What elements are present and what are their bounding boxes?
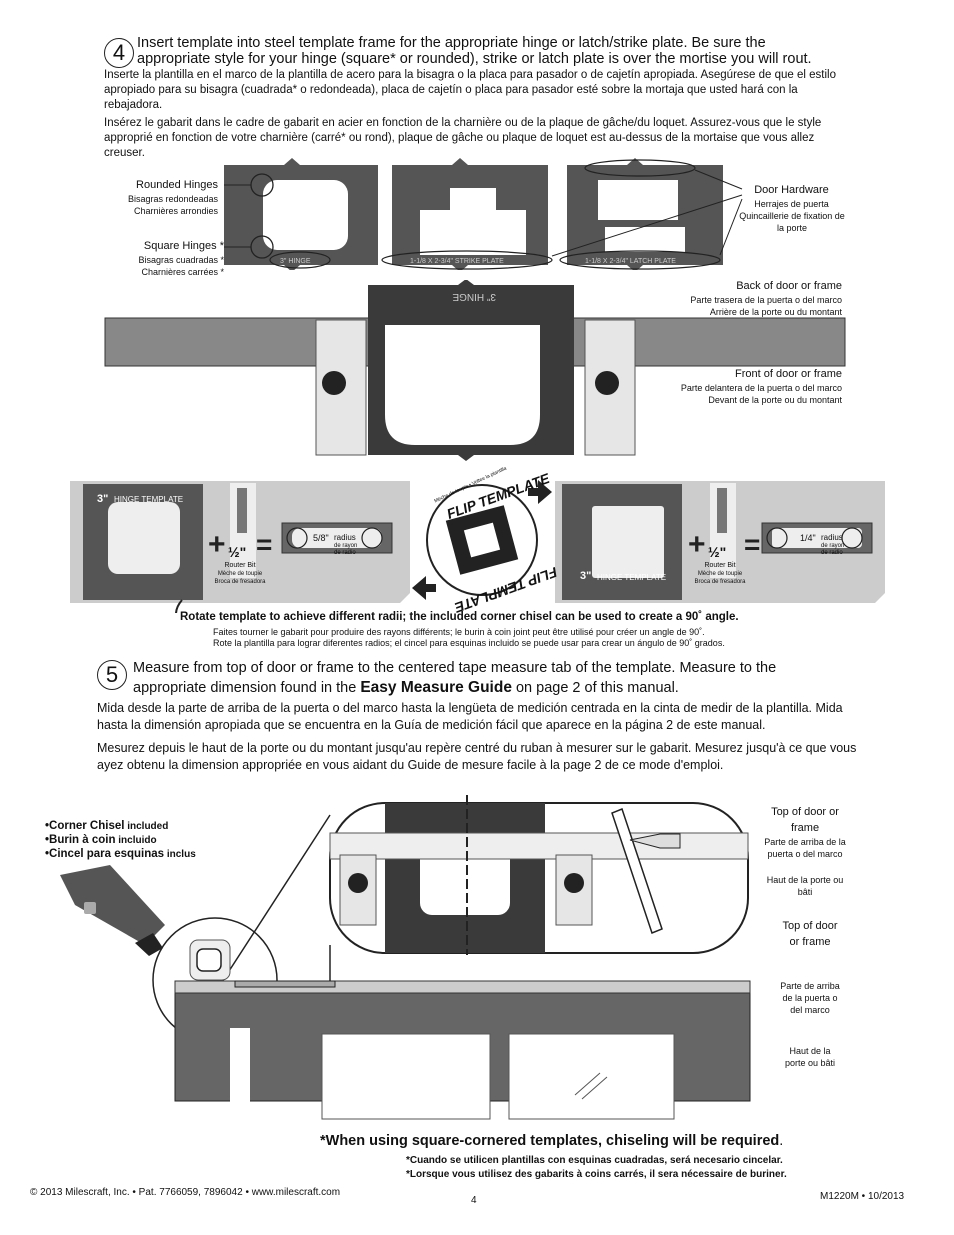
strike-template-cutout <box>420 188 526 255</box>
footer-copyright: © 2013 Milescraft, Inc. • Pat. 7766059, … <box>30 1187 341 1198</box>
frame-on-door-illustration: 3" HINGE <box>104 280 846 461</box>
left-radius-label: radius <box>334 533 356 542</box>
back-of-door-fr: Arrière de la porte ou du montant <box>709 307 842 317</box>
tape-tab <box>629 833 681 849</box>
left-three-in: 3" <box>97 493 109 505</box>
svg-text:=: = <box>256 529 272 560</box>
corner-chisel-illustration <box>60 865 165 956</box>
latch-template-label: 1-1/8 X 2-3/4" LATCH PLATE <box>585 258 676 265</box>
step5-lead-text: Measure from top of door or frame to the… <box>133 660 777 696</box>
step-number-4: 4 <box>104 38 134 68</box>
rotate-instruction-es: Rote la plantilla para lograr diferentes… <box>213 638 725 648</box>
back-of-door-label: Back of door or frame <box>736 280 842 292</box>
square-hinges-label: Square Hinges * <box>143 240 224 252</box>
chiseling-note-fr: *Lorsque vous utilisez des gabarits à co… <box>406 1169 787 1180</box>
latch-template-cutout-2 <box>605 227 685 252</box>
flip-circle <box>426 484 538 596</box>
svg-text:=: = <box>744 529 760 560</box>
chisel-en: •Corner Chisel included <box>45 820 169 832</box>
door-panel-left <box>321 1033 491 1120</box>
svg-text:+: + <box>208 528 226 561</box>
right-hinge-template-label: HINGE TEMPLATE <box>597 573 667 582</box>
left-router-bit-label: Router Bit <box>224 562 256 569</box>
top-of-door-es-2: Parte de arriba de la puerta o del marco <box>780 981 840 1015</box>
hinge-template-label: 3" HINGE <box>280 258 311 265</box>
top-of-door-es-1: Parte de arriba de la puerta o del marco <box>764 837 846 859</box>
strike-template-label: 1-1/8 X 2-3/4" STRIKE PLATE <box>410 258 504 265</box>
rotate-instruction-fr: Faites tourner le gabarit pour produire … <box>213 627 705 637</box>
door-hardware-label: Door Hardware <box>754 184 829 196</box>
right-radius-size: 1/4" <box>800 533 816 543</box>
footer-page-number: 4 <box>471 1195 477 1206</box>
left-router-bit-shank <box>237 488 247 533</box>
square-hinges-es: Bisagras cuadradas * <box>138 255 224 265</box>
top-of-door-fr-2: Haut de la porte ou bâti <box>784 1046 836 1068</box>
rounded-hinges-fr: Charnières arrondies <box>133 206 218 216</box>
square-hinges-fr: Charnières carrées * <box>141 267 224 277</box>
latch-template-cutout-1 <box>598 180 678 220</box>
chisel-blade <box>611 808 663 934</box>
left-radius-size: 5/8" <box>313 533 329 543</box>
top-of-door-label-1: Top of door or frame <box>771 806 839 834</box>
flip-arrow-left <box>412 576 436 600</box>
front-of-door-label: Front of door or frame <box>735 368 842 380</box>
right-router-bit-shank <box>717 488 727 533</box>
door-hardware-fr: Quincaillerie de fixation de la porte <box>739 211 845 233</box>
door-hardware-es: Herrajes de puerta <box>754 199 829 209</box>
right-router-bit-label: Router Bit <box>704 562 736 569</box>
left-router-bit-es: Broca de fresadora <box>214 579 266 585</box>
right-small-cutout <box>592 506 664 578</box>
strike-label-ellipse <box>381 250 553 270</box>
top-of-door-fr-1: Haut de la porte ou bâti <box>766 875 844 897</box>
top-of-door-label-2: Top of door or frame <box>782 920 838 948</box>
front-of-door-fr: Devant de la porte ou du montant <box>708 395 842 405</box>
latch-top-ellipse <box>584 159 696 177</box>
chisel-es: •Cincel para esquinas inclus <box>45 848 196 860</box>
flip-template-illustration: + = + = <box>70 480 885 613</box>
front-of-door-es: Parte delantera de la puerta o del marco <box>680 383 842 393</box>
flip-arrow-right <box>528 480 552 504</box>
step4-lead-text: Insert template into steel template fram… <box>137 35 812 67</box>
right-router-size: ½" <box>708 544 727 560</box>
right-three-in: 3" <box>580 570 592 582</box>
tape-measure <box>329 832 749 860</box>
left-small-cutout <box>108 502 180 574</box>
chisel-fr: •Burin à coin incluido <box>45 834 157 846</box>
measure-illustration <box>60 795 751 1120</box>
door-panel-right <box>508 1033 675 1120</box>
large-template-label: 3" HINGE <box>452 291 496 302</box>
left-router-bit-fr: Mèche de toupie <box>217 571 263 577</box>
rotate-instruction: Rotate template to achieve different rad… <box>180 611 739 623</box>
hinge-label-ellipse <box>269 251 331 269</box>
hinge-template-cutout <box>263 180 348 250</box>
back-of-door-es: Parte trasera de la puerta o del marco <box>690 295 842 305</box>
right-router-bit-fr: Mèche de toupie <box>697 571 743 577</box>
latch-label-ellipse <box>559 250 721 270</box>
step5-spanish-text: Mida desde la parte de arriba de la puer… <box>97 701 843 732</box>
left-hinge-template-label: HINGE TEMPLATE <box>114 495 184 504</box>
chiseling-note-es: *Cuando se utilicen plantillas con esqui… <box>406 1155 783 1166</box>
rotate-arrow <box>175 599 183 613</box>
rounded-hinges-es: Bisagras redondeadas <box>127 194 218 204</box>
step4-spanish-text: Inserte la plantilla en el marco de la p… <box>104 69 837 111</box>
right-router-bit-es: Broca de fresadora <box>694 579 746 585</box>
right-radius-es: de rayon de radio <box>821 543 845 556</box>
right-radius-label: radius <box>821 533 843 542</box>
step4-french-text: Insérez le gabarit dans le cadre de gaba… <box>104 117 822 159</box>
step-number-5: 5 <box>97 660 127 690</box>
footer-model: M1220M • 10/2013 <box>820 1191 905 1202</box>
large-template-cutout <box>385 325 540 445</box>
templates-row-illustration: 3" HINGE 1-1/8 X 2-3/4" STRIKE PLATE 1-1… <box>224 158 743 270</box>
left-radius-es: de rayon de radio <box>334 543 358 556</box>
chiseling-note: *When using square-cornered templates, c… <box>320 1133 784 1149</box>
step5-french-text: Mesurez depuis le haut de la porte ou du… <box>97 741 857 772</box>
rounded-hinges-label: Rounded Hinges <box>136 179 218 191</box>
left-router-size: ½" <box>228 544 247 560</box>
door-panel-frame <box>230 1028 250 1118</box>
svg-text:+: + <box>688 528 706 561</box>
